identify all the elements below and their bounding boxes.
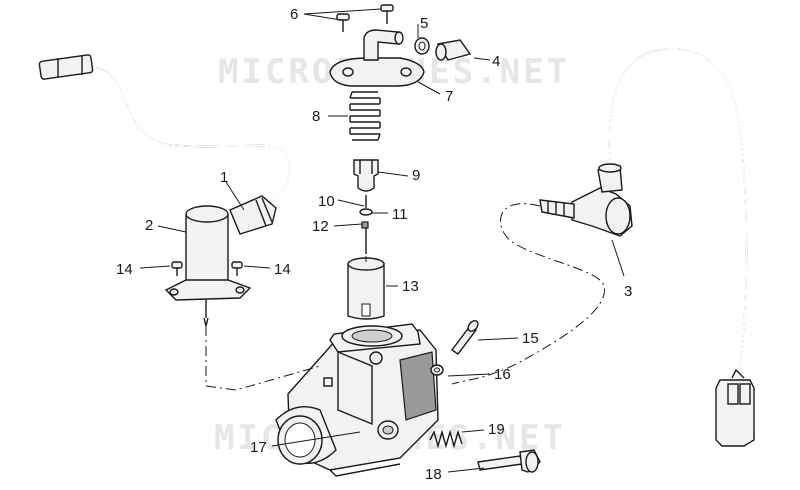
screw-18 — [477, 449, 541, 473]
clip-11 — [359, 195, 373, 216]
sleeve-4 — [435, 39, 472, 61]
callout-9: 9 — [412, 167, 421, 184]
callout-10: 10 — [318, 193, 335, 210]
callout-8: 8 — [312, 108, 321, 125]
needle-holder-9 — [353, 159, 379, 192]
screws-14 — [171, 261, 243, 276]
leader-lines — [139, 8, 625, 473]
callout-14-left: 14 — [116, 261, 133, 278]
callout-15: 15 — [522, 330, 539, 347]
callout-3: 3 — [624, 283, 633, 300]
callout-4: 4 — [492, 53, 501, 70]
callout-6: 6 — [290, 6, 299, 23]
callout-1: 1 — [220, 169, 229, 186]
oring-5 — [414, 37, 430, 55]
callout-5: 5 — [420, 15, 429, 32]
fuel-tap-wire — [608, 48, 748, 379]
fuel-tap-3 — [539, 163, 633, 237]
carburetor-body — [275, 323, 439, 477]
dashed-path-choke — [205, 326, 321, 391]
callout-7: 7 — [445, 88, 454, 105]
callout-14-right: 14 — [274, 261, 291, 278]
spring-19 — [429, 429, 463, 449]
callout-11: 11 — [392, 206, 408, 223]
top-cover-7 — [329, 29, 425, 87]
choke-body — [164, 205, 252, 327]
choke-boot — [229, 195, 277, 235]
callout-13: 13 — [402, 278, 419, 295]
choke-connector — [38, 54, 94, 80]
choke-wire — [95, 67, 291, 206]
spring-8 — [349, 91, 381, 141]
needle-12 — [361, 221, 369, 254]
screws-6 — [336, 4, 394, 32]
fuel-tap-connector — [715, 368, 755, 447]
screw-15 — [450, 320, 479, 355]
callout-18: 18 — [425, 466, 442, 483]
callout-17: 17 — [250, 439, 267, 456]
callout-2: 2 — [145, 217, 154, 234]
callout-16: 16 — [494, 366, 511, 383]
callout-19: 19 — [488, 421, 505, 438]
dashed-path-fuel-tap — [451, 203, 605, 385]
slide-13 — [347, 257, 385, 320]
oring-16 — [430, 364, 444, 376]
callout-12: 12 — [312, 218, 329, 235]
